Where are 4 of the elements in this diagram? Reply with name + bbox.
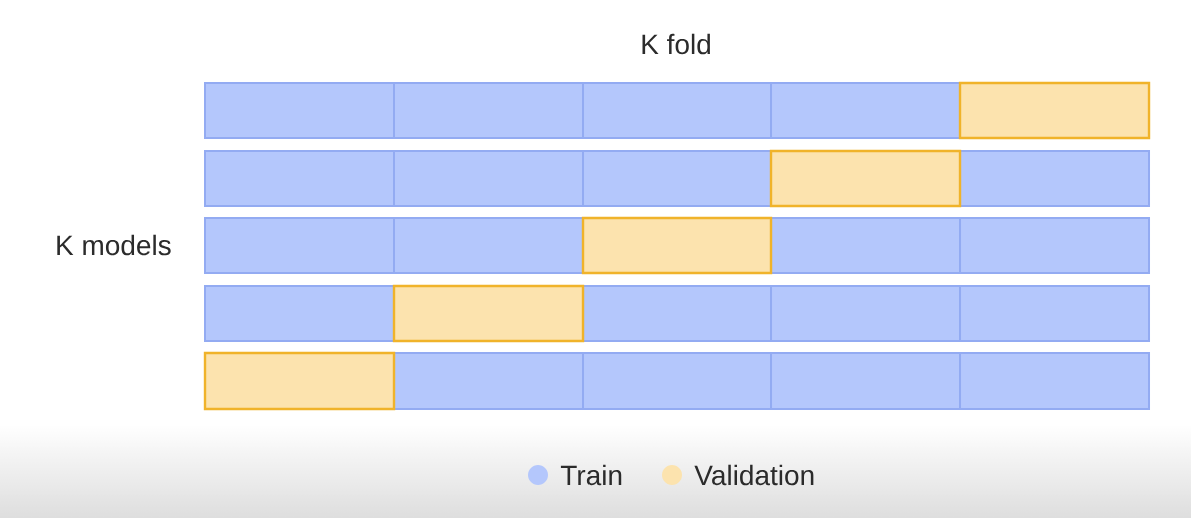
legend-label: Train xyxy=(560,464,622,486)
row-heading: K models xyxy=(57,234,171,256)
legend-label: Validation xyxy=(694,464,814,486)
column-heading: K fold xyxy=(642,33,710,55)
